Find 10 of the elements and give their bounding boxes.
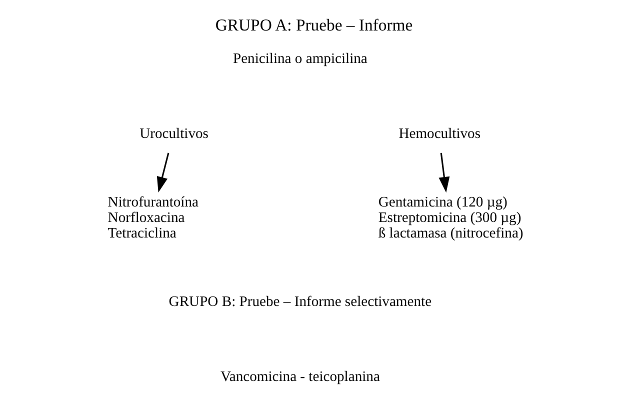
arrow [438, 152, 450, 192]
diagram-title: GRUPO A: Pruebe – Informe [215, 15, 413, 34]
node-text: Gentamicina (120 µg) Estreptomicina (300 µg) ß lactamasa (nitrocefina) [378, 194, 524, 242]
arrow [156, 152, 170, 192]
label: Vancomicina - teicoplanina [220, 368, 380, 384]
node-text: Nitrofurantoína Norfloxacina Tetraciclina [108, 194, 198, 242]
node-text: Hemocultivos [398, 125, 481, 142]
label: Penicilina o ampicilina [232, 50, 368, 66]
node-text: Urocultivos [140, 125, 208, 142]
label: GRUPO B: Pruebe – Informe selectivamente [168, 293, 432, 310]
